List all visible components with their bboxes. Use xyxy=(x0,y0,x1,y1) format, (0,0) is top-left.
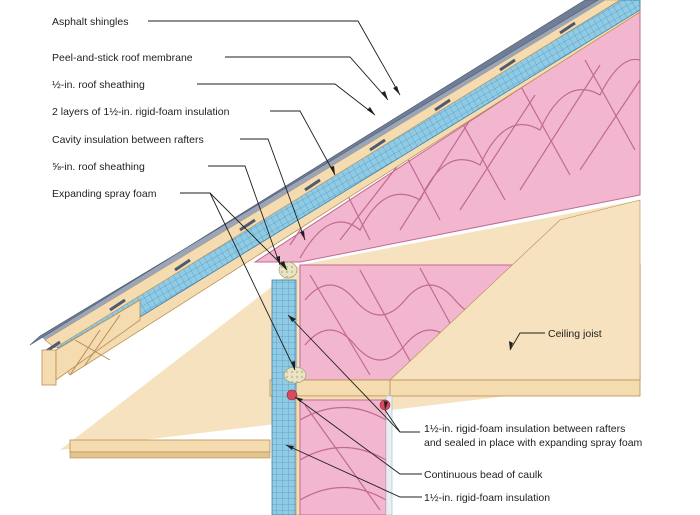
interior-drywall xyxy=(385,395,393,515)
wall-insulation-pattern xyxy=(299,404,387,511)
label-roof-membrane: Peel-and-stick roof membrane xyxy=(52,52,193,64)
label-caulk: Continuous bead of caulk xyxy=(424,469,543,481)
soffit xyxy=(69,439,271,453)
fascia-board xyxy=(41,349,57,386)
caulk-bead-left xyxy=(286,389,298,401)
soffit-trim xyxy=(69,451,271,459)
label-spray-foam: Expanding spray foam xyxy=(52,188,157,200)
label-five-eighths-sheathing: ⅝-in. roof sheathing xyxy=(52,161,145,173)
label-rigid-foam-layers: 2 layers of 1½-in. rigid-foam insulation xyxy=(52,106,230,118)
label-half-inch-sheathing: ½-in. roof sheathing xyxy=(52,79,145,91)
label-ceiling-joist: Ceiling joist xyxy=(548,328,602,340)
leader-lines xyxy=(148,20,545,498)
eave-overhang xyxy=(55,299,141,381)
leader-arrowheads xyxy=(276,86,513,450)
label-wall-rigid-foam: 1½-in. rigid-foam insulation xyxy=(424,492,550,504)
label-cavity-insulation: Cavity insulation between rafters xyxy=(52,134,204,146)
label-rigid-between-rafters-line2: and sealed in place with expanding spray… xyxy=(424,437,643,449)
label-rigid-between-rafters-line1: 1½-in. rigid-foam insulation between raf… xyxy=(424,423,625,435)
eave-bracing xyxy=(69,314,121,376)
asphalt-shingles xyxy=(29,0,599,354)
roof-membrane xyxy=(40,0,605,340)
label-asphalt-shingles: Asphalt shingles xyxy=(52,16,128,28)
